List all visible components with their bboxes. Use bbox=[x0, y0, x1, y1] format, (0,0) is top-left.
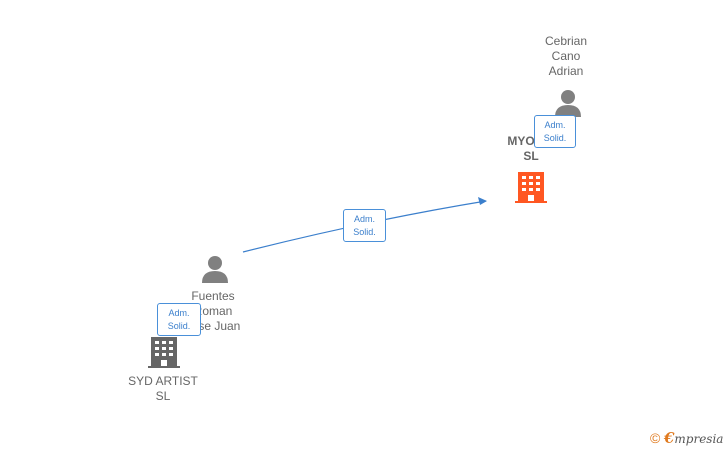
empresia-logo-initial: € bbox=[663, 429, 675, 447]
edge-label-fuentes-syd[interactable]: Adm. Solid. bbox=[157, 303, 201, 336]
edge-label-fuentes-myown[interactable]: Adm. Solid. bbox=[343, 209, 386, 242]
edge-label-cebrian-myown[interactable]: Adm. Solid. bbox=[534, 115, 576, 148]
person-icon[interactable] bbox=[553, 88, 583, 118]
person-icon[interactable] bbox=[200, 254, 230, 284]
person-cebrian-name[interactable]: Cebrian Cano Adrian bbox=[544, 34, 588, 78]
building-icon[interactable] bbox=[147, 334, 181, 370]
company-syd-name[interactable]: SYD ARTIST SL bbox=[128, 374, 198, 403]
building-icon[interactable] bbox=[514, 169, 548, 205]
empresia-watermark: © €mpresia bbox=[650, 429, 723, 447]
copyright-icon: © bbox=[650, 430, 661, 446]
empresia-logo-text: mpresia bbox=[674, 432, 724, 446]
